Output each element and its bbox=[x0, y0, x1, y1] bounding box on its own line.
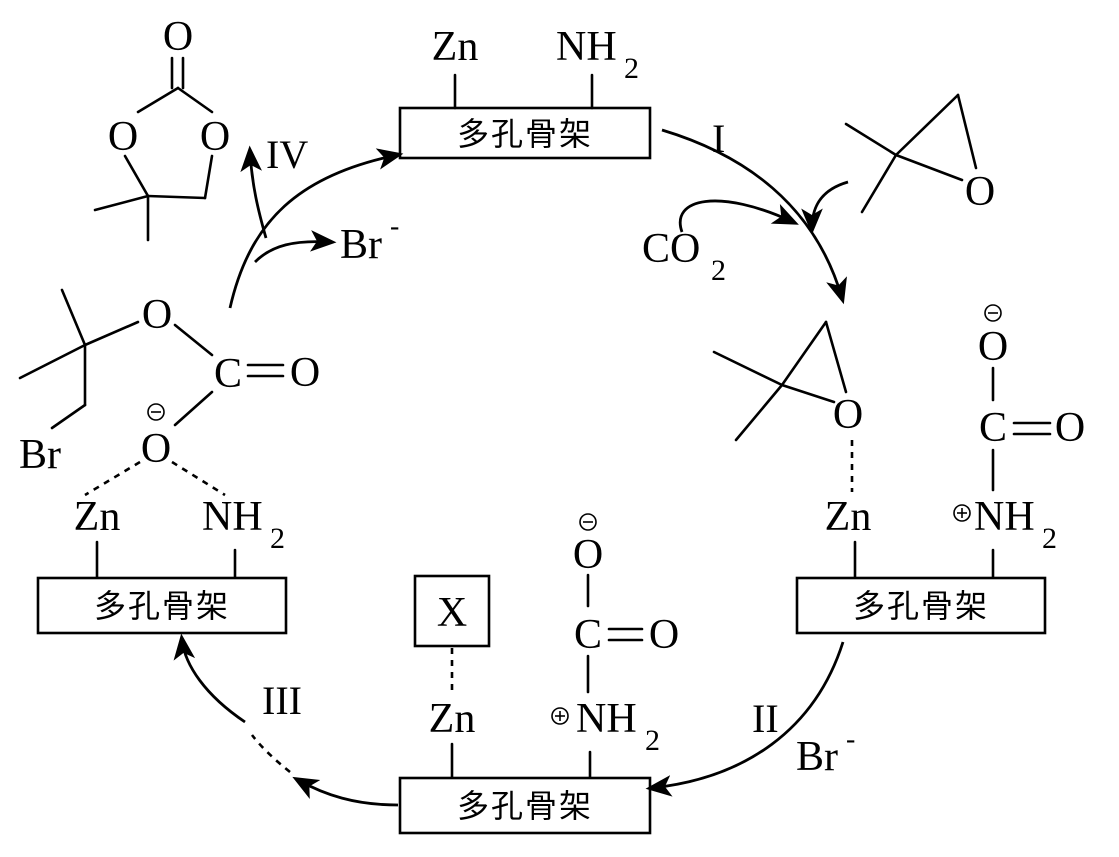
ring-bond bbox=[780, 383, 836, 404]
oxygen-label: O bbox=[573, 532, 603, 578]
ring-bond bbox=[824, 320, 848, 394]
oxygen-label: O bbox=[649, 612, 679, 658]
ring-bond bbox=[123, 154, 150, 198]
framework-label: 多孔骨架 bbox=[94, 587, 230, 625]
arrow-product-out bbox=[240, 145, 268, 239]
oxygen-label: O bbox=[965, 169, 995, 215]
nh-label: NH bbox=[556, 24, 617, 70]
arrow-step-IV bbox=[228, 148, 404, 309]
oxygen-label: O bbox=[978, 324, 1008, 370]
intermediate-after-step-III: Br O C O O Zn NH 2 多孔骨架 bbox=[18, 288, 320, 635]
framework-box bbox=[398, 776, 652, 835]
ring-bond bbox=[894, 153, 964, 182]
arrow-step-III-lower bbox=[292, 776, 399, 807]
step-label-IV: IV bbox=[266, 132, 308, 177]
cyclic-carbonate-product: O O O bbox=[93, 14, 230, 242]
bromide-charge: - bbox=[846, 724, 855, 755]
bromide-added: Br - bbox=[796, 724, 855, 780]
oxygen-label: O bbox=[141, 426, 171, 472]
ring-bond bbox=[956, 93, 978, 170]
nh-label: NH bbox=[974, 494, 1035, 540]
framework-label: 多孔骨架 bbox=[457, 115, 593, 153]
co-label: CO bbox=[642, 226, 700, 272]
ring-bond bbox=[203, 154, 214, 200]
carbon-label: C bbox=[214, 351, 242, 397]
coordination-bond bbox=[84, 460, 141, 497]
bromide-label: Br bbox=[796, 734, 838, 780]
ring-bond bbox=[176, 86, 214, 114]
carbon-label: C bbox=[574, 612, 602, 658]
bromide-label: Br bbox=[340, 222, 382, 268]
methyl-bond bbox=[734, 383, 784, 442]
oxygen-label: O bbox=[142, 292, 172, 338]
c-o-bond bbox=[173, 390, 214, 427]
c-br-bond bbox=[50, 403, 87, 430]
methyl-bond bbox=[844, 122, 898, 157]
methyl-bond bbox=[860, 153, 898, 214]
zn-label: Zn bbox=[825, 494, 872, 540]
oxygen-label: O bbox=[1055, 405, 1085, 451]
bromide-charge: - bbox=[390, 211, 399, 242]
carbon-label: C bbox=[979, 405, 1007, 451]
nh-label: NH bbox=[576, 696, 637, 742]
arrow-step-III-upper bbox=[173, 633, 246, 724]
oxygen-label: O bbox=[200, 114, 230, 160]
nh2-subscript: 2 bbox=[1042, 522, 1057, 555]
zn-label: Zn bbox=[432, 24, 479, 70]
nh2-subscript: 2 bbox=[270, 522, 285, 555]
intermediate-after-step-II: X Zn O C O NH 2 多孔骨架 bbox=[398, 513, 679, 835]
arrow-step-III-dashed bbox=[250, 734, 291, 774]
ring-bond bbox=[780, 320, 828, 387]
intermediate-after-step-I: O Zn O C O NH 2 多孔骨架 bbox=[712, 304, 1085, 635]
framework-label: 多孔骨架 bbox=[457, 787, 593, 825]
c-o-bond bbox=[83, 320, 140, 347]
methyl-bond bbox=[60, 288, 87, 347]
methyl-bond bbox=[93, 194, 150, 212]
oxygen-label: O bbox=[833, 392, 863, 438]
arrow-bromide-out bbox=[254, 230, 337, 263]
x-label: X bbox=[437, 590, 467, 636]
methyl-bond bbox=[712, 350, 784, 387]
framework-box bbox=[36, 576, 288, 635]
oxygen-label: O bbox=[163, 14, 193, 60]
arrow-step-I bbox=[661, 128, 847, 305]
nh2-subscript: 2 bbox=[645, 724, 660, 757]
framework-box bbox=[398, 106, 652, 160]
zn-label: Zn bbox=[74, 494, 121, 540]
ring-bond bbox=[894, 93, 960, 157]
oxygen-label: O bbox=[290, 350, 320, 396]
step-label-II: II bbox=[752, 696, 779, 741]
arrow-epoxide-in bbox=[801, 180, 849, 235]
framework-box bbox=[795, 576, 1047, 635]
methyl-bond bbox=[18, 343, 87, 380]
hydrogen-bond bbox=[171, 460, 226, 497]
unknown-x-box bbox=[413, 574, 491, 648]
framework-label: 多孔骨架 bbox=[853, 587, 989, 625]
ring-bond bbox=[136, 86, 180, 114]
step-label-III: III bbox=[262, 678, 302, 723]
o-c-bond bbox=[173, 323, 214, 357]
epoxide-reactant: O bbox=[844, 93, 995, 215]
framework-top: 多孔骨架 Zn NH 2 bbox=[398, 24, 652, 160]
co2-reactant: CO 2 bbox=[642, 226, 726, 287]
nh2-subscript: 2 bbox=[624, 52, 639, 85]
nh-label: NH bbox=[202, 494, 263, 540]
zn-label: Zn bbox=[429, 696, 476, 742]
oxygen-label: O bbox=[108, 114, 138, 160]
co2-subscript: 2 bbox=[711, 254, 726, 287]
arrow-co2-in bbox=[678, 199, 799, 233]
ring-bond bbox=[146, 194, 207, 200]
bromide-released: Br - bbox=[340, 211, 399, 268]
bromine-label: Br bbox=[19, 432, 61, 478]
arrow-step-II bbox=[645, 641, 845, 797]
